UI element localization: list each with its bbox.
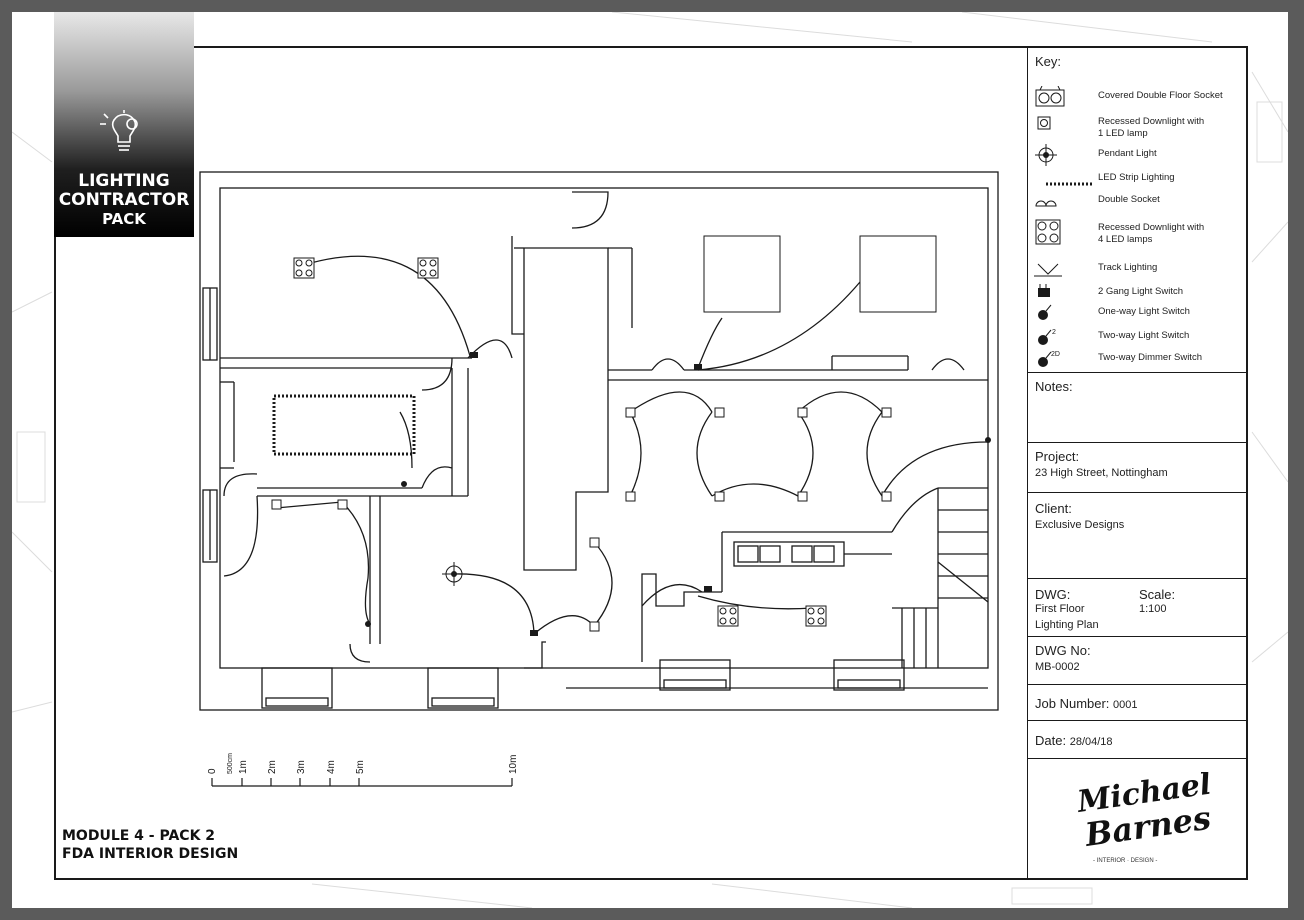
- dwg-value-2: Lighting Plan: [1035, 619, 1099, 631]
- dimmer-switch-icon: 2D: [1038, 351, 1060, 367]
- client-label: Client:: [1035, 501, 1072, 516]
- module-line-2: FDA INTERIOR DESIGN: [62, 846, 239, 862]
- badge-line-2: CONTRACTOR: [58, 190, 190, 210]
- scale-label: Scale:: [1139, 587, 1176, 602]
- date-section: Date: 28/04/18: [1027, 720, 1248, 758]
- key-label-two-way: Two-way Light Switch: [1098, 330, 1190, 341]
- date-value: 28/04/18: [1069, 736, 1113, 748]
- key-row-led-strip: LED Strip Lighting: [1028, 168, 1249, 190]
- module-caption: MODULE 4 - PACK 2 FDA INTERIOR DESIGN: [62, 827, 238, 863]
- led-strip-icon: [1046, 182, 1092, 186]
- dwg-value-1: First Floor: [1035, 603, 1085, 615]
- two-gang-switch-icon: [1038, 284, 1050, 297]
- logo-tagline: - INTERIOR · DESIGN -: [1093, 858, 1157, 864]
- scale-label-5m: 5m: [355, 760, 366, 774]
- scale-label-10m: 10m: [508, 755, 519, 774]
- badge-line-3: PACK: [102, 210, 146, 228]
- downlight-4-icon: [1035, 219, 1061, 245]
- michael-barnes-logo: Michael Barnes - INTERIOR · DESIGN -: [1074, 772, 1213, 864]
- key-label-2gang: 2 Gang Light Switch: [1098, 286, 1184, 297]
- key-label-dimmer: Two-way Dimmer Switch: [1098, 352, 1202, 363]
- downlight-1-icon: [1037, 116, 1051, 130]
- key-title: Key:: [1035, 54, 1062, 69]
- scale-label-0: 0: [207, 768, 218, 774]
- key-label-pendant: Pendant Light: [1098, 148, 1157, 159]
- key-label-double-socket: Double Socket: [1098, 194, 1160, 205]
- key-row-track: Track Lighting: [1028, 258, 1249, 280]
- two-way-switch-icon: 2: [1038, 329, 1056, 345]
- job-value: 0001: [1113, 699, 1138, 711]
- two-way-superscript: 2: [1052, 329, 1056, 336]
- key-row-floor-socket: Covered Double Floor Socket: [1028, 86, 1249, 108]
- scale-bar: [211, 778, 513, 787]
- key-label-track: Track Lighting: [1098, 262, 1158, 273]
- double-floor-socket-icon: [1035, 86, 1065, 107]
- dwg-no-value: MB-0002: [1035, 661, 1080, 673]
- dwg-no-section: DWG No: MB-0002: [1027, 636, 1248, 684]
- key-label-downlight-4: Recessed Downlight with 4 LED lamps: [1098, 222, 1205, 245]
- inner-wall: [219, 187, 989, 669]
- key-label-floor-socket: Covered Double Floor Socket: [1098, 90, 1223, 101]
- project-section: Project: 23 High Street, Nottingham: [1027, 442, 1248, 492]
- job-number: Job Number: 0001: [1035, 696, 1138, 711]
- dwg-no-label: DWG No:: [1035, 643, 1091, 658]
- key-row-double-socket: Double Socket: [1028, 190, 1249, 212]
- key-row-dimmer: 2D Two-way Dimmer Switch: [1028, 348, 1249, 370]
- scale-label-2m: 2m: [267, 760, 278, 774]
- project-value: 23 High Street, Nottingham: [1035, 467, 1168, 479]
- signature-section: [1027, 758, 1248, 880]
- client-section: Client: Exclusive Designs: [1027, 492, 1248, 578]
- key-label-downlight-1: Recessed Downlight with 1 LED lamp: [1098, 116, 1205, 139]
- job-label: Job Number:: [1035, 696, 1110, 711]
- notes-label: Notes:: [1035, 379, 1073, 394]
- outer-wall: [199, 171, 999, 711]
- dwg-label: DWG:: [1035, 587, 1071, 602]
- job-section: Job Number: 0001: [1027, 684, 1248, 720]
- date-label: Date:: [1035, 733, 1067, 748]
- key-label-led-strip: LED Strip Lighting: [1098, 172, 1175, 183]
- pendant-light-icon: [1035, 144, 1057, 166]
- blueprint-background: [12, 12, 1288, 908]
- dwg-section: DWG: First Floor Lighting Plan Scale: 1:…: [1027, 578, 1248, 636]
- key-label-one-way: One-way Light Switch: [1098, 306, 1190, 317]
- title-block: Key: Covered Double Floor Socket Recesse…: [1027, 46, 1248, 880]
- one-way-switch-icon: [1038, 304, 1052, 320]
- key-row-pendant: Pendant Light: [1028, 144, 1249, 166]
- date-row: Date: 28/04/18: [1035, 733, 1113, 748]
- scale-label-3m: 3m: [296, 760, 307, 774]
- lightbulb-gear-icon: [100, 110, 138, 151]
- scale-label-1m: 1m: [238, 760, 249, 774]
- module-line-1: MODULE 4 - PACK 2: [62, 828, 216, 844]
- badge-line-1: LIGHTING: [78, 171, 170, 191]
- key-row-two-way: 2 Two-way Light Switch: [1028, 326, 1249, 348]
- notes-section: Notes:: [1027, 372, 1248, 442]
- dimmer-superscript: 2D: [1051, 351, 1060, 358]
- key-section: Key: Covered Double Floor Socket Recesse…: [1027, 46, 1248, 372]
- scale-value: 1:100: [1139, 603, 1167, 615]
- scale-label-4m: 4m: [326, 760, 337, 774]
- client-value: Exclusive Designs: [1035, 519, 1125, 531]
- track-light-icon: [1034, 263, 1062, 277]
- double-socket-icon: [1035, 200, 1057, 207]
- scale-label-500cm: 500cm: [227, 753, 234, 774]
- key-row-downlight-1: Recessed Downlight with 1 LED lamp: [1028, 112, 1249, 139]
- project-label: Project:: [1035, 449, 1080, 464]
- drawing-frame: [54, 46, 1248, 880]
- key-row-downlight-4: Recessed Downlight with 4 LED lamps: [1028, 218, 1249, 250]
- floor-plan: 0 500cm 1m 2m 3m 4m 5m 10m: [199, 171, 999, 787]
- key-row-one-way: One-way Light Switch: [1028, 302, 1249, 324]
- drawing-sheet: 0 500cm 1m 2m 3m 4m 5m 10m LIGHTING CONT…: [12, 12, 1288, 908]
- key-row-2gang: 2 Gang Light Switch: [1028, 282, 1249, 304]
- lighting-contractor-badge: LIGHTING CONTRACTOR PACK: [54, 12, 194, 237]
